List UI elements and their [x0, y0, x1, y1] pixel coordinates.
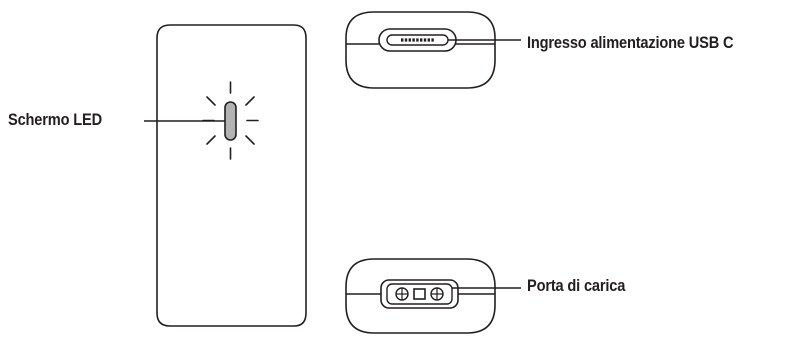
led-light-icon	[202, 81, 259, 160]
charge-port-label: Porta di carica	[527, 276, 626, 295]
usb-c-port-icon	[378, 28, 457, 52]
usb-c-input-label: Ingresso alimentazione USB C	[527, 33, 734, 52]
charging-port-icon	[380, 279, 459, 309]
led-screen-label: Schermo LED	[8, 110, 102, 129]
device-body	[156, 24, 307, 327]
